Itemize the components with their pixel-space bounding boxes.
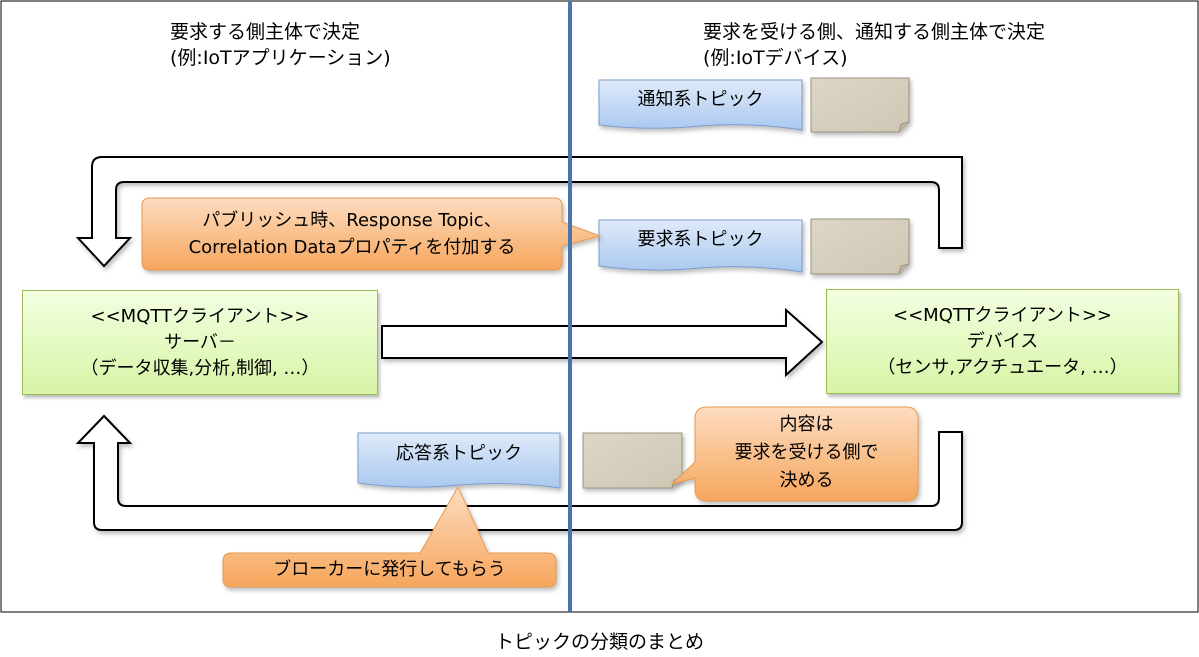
- notify-arrow: [381, 307, 824, 378]
- content-callout-line3: 決める: [779, 470, 834, 491]
- content-callout: [670, 406, 919, 502]
- publish-callout-line1: パブリッシュ時、Response Topic、: [202, 210, 502, 231]
- content-callout-line2: 要求を受ける側で: [734, 442, 879, 463]
- left-heading-line2: (例:IoTアプリケーション): [170, 47, 391, 69]
- figure-caption: トピックの分類のまとめ: [494, 631, 704, 653]
- request-topic-label: 要求系トピック: [637, 229, 764, 250]
- diagram-frame: [0, 0, 1199, 613]
- notify-topic-label: 通知系トピック: [637, 89, 764, 110]
- request-note-icon: [810, 218, 910, 275]
- publish-callout-line2: Correlation Dataプロパティを付加する: [188, 237, 516, 258]
- device-roles: （センサ,アクチュエータ, …）: [877, 356, 1128, 378]
- broker-callout: [222, 485, 557, 588]
- right-heading-line1: 要求を受ける側、通知する側主体で決定: [703, 21, 1046, 43]
- notify-note-icon: [810, 77, 910, 133]
- notify-topic-box: [598, 79, 803, 131]
- device-name: デバイス: [966, 330, 1039, 352]
- response-topic-box: [357, 432, 561, 489]
- response-loop-arrow: [75, 414, 963, 531]
- device-stereotype: <<MQTTクライアント>>: [893, 304, 1112, 326]
- content-callout-line1: 内容は: [779, 414, 834, 435]
- server-name: サーバ－: [164, 331, 236, 353]
- right-heading-line2: (例:IoTデバイス): [703, 47, 848, 69]
- request-topic-box: [598, 219, 803, 273]
- publish-callout: [141, 197, 602, 271]
- response-topic-label: 応答系トピック: [396, 443, 522, 464]
- left-heading-line1: 要求する側主体で決定: [170, 21, 361, 43]
- response-note-icon: [582, 432, 683, 489]
- broker-callout-label: ブローカーに発行してもらう: [273, 559, 506, 580]
- server-stereotype: <<MQTTクライアント>>: [90, 305, 310, 327]
- server-client-box: <<MQTTクライアント>> サーバ－ （データ収集,分析,制御, …）: [22, 290, 378, 395]
- request-loop-arrow: [75, 156, 963, 268]
- server-roles: （データ収集,分析,制御, …）: [80, 357, 320, 379]
- device-client-box: <<MQTTクライアント>> デバイス （センサ,アクチュエータ, …）: [826, 289, 1179, 394]
